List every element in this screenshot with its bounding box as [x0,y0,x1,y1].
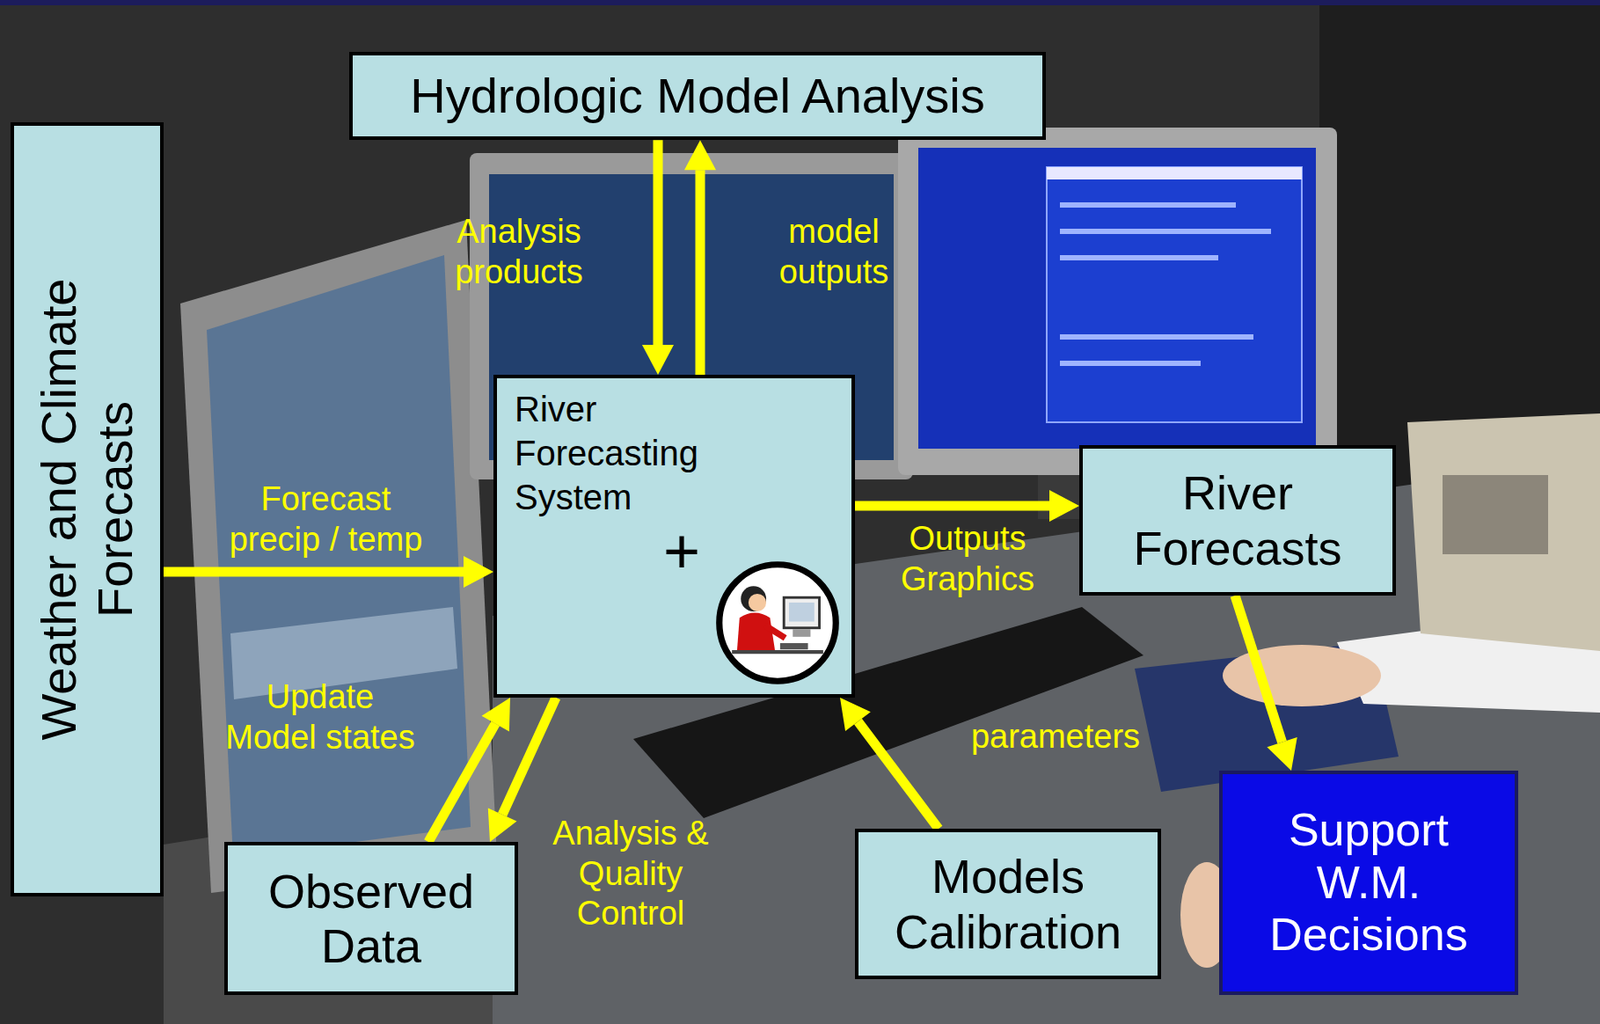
node-text: Weather and Climate Forecasts [30,227,145,791]
process-box: River Forecasts [1079,445,1396,596]
node-text: + [655,518,709,583]
process-box: Models Calibration [854,828,1162,979]
arrow-head [684,139,716,170]
icon-screen [789,602,815,622]
operator-icon [714,559,841,687]
decision-box: Support W.M. Decisions [1219,770,1519,995]
arrow-shaft [502,697,556,815]
connector-arrow [840,697,939,829]
icon-circle [719,564,836,681]
arrow-head [488,808,518,842]
edge-label: parameters [958,716,1153,758]
window-line [1059,202,1236,208]
process-box: River Forecasting System+ [493,374,855,698]
node-text: Support W.M. Decisions [1241,803,1497,962]
arrow-head [642,344,674,375]
arrow-head [463,555,494,588]
band: Weather and Climate Forecasts [10,122,164,897]
arrow-head [482,697,511,731]
arrow-shaft [695,169,706,375]
connector-arrow [163,555,494,588]
connector-arrow [642,139,674,375]
process-box: Hydrologic Model Analysis [349,51,1046,140]
phone [1407,413,1600,651]
edge-label: Outputs Graphics [879,518,1056,600]
arrow-shaft [1234,595,1283,743]
node-text: Observed Data [248,863,495,973]
left-monitor [180,219,497,893]
window-line [1059,255,1219,261]
mouse-pad [1134,642,1399,792]
window-line [1059,360,1201,366]
arrow-shaft [428,723,496,842]
connector-arrow [684,139,716,375]
edge-label: Update Model states [219,677,421,758]
arrow-head [840,697,871,731]
arrow-shaft [857,721,939,829]
edge-label: Forecast precip / temp [218,479,434,560]
icon-arm [765,625,786,638]
icon-hair [740,585,767,612]
icon-keyboard [780,642,809,650]
edge-label: model outputs [759,211,909,293]
node-text: Hydrologic Model Analysis [409,67,986,125]
icon-desk [731,650,824,654]
icon-computer [783,597,819,629]
screen-window [1046,167,1302,423]
window-line [1059,228,1272,234]
node-text: River Forecasts [1105,465,1370,575]
connector-arrow [1234,595,1298,771]
window-bar [1046,167,1302,180]
icon-face [748,593,767,612]
top-strip [0,0,1600,6]
right-monitor [898,127,1337,475]
edge-label: Analysis & Quality Control [547,813,715,935]
node-text: River Forecasting System [514,387,761,519]
connector-arrow [488,697,556,842]
arrow-shaft [854,501,1050,512]
hand [1222,644,1381,707]
edge-label: Analysis products [431,211,607,293]
process-box: Observed Data [224,841,519,995]
left-screen [206,255,471,858]
arrow-shaft [653,139,664,345]
arrow-shaft [163,567,464,578]
icon-base [792,628,811,637]
arrow-head [1266,737,1297,771]
phone-keys [1442,474,1549,555]
right-screen [918,147,1316,449]
connector-arrow [854,489,1080,522]
window-line [1059,334,1254,340]
arrow-head [1049,489,1080,522]
node-text: Models Calibration [871,848,1145,958]
